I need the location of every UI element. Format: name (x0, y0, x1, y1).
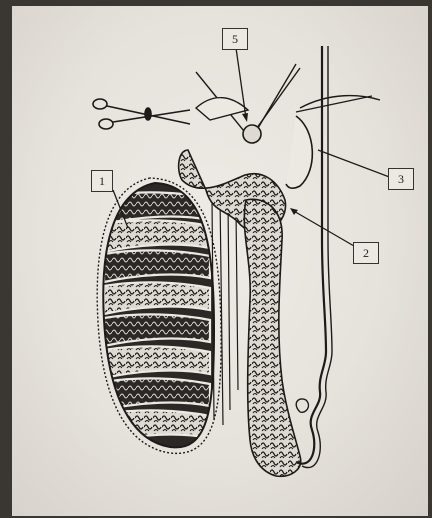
label-5: 5 (222, 28, 248, 50)
label-1: 1 (91, 170, 113, 192)
flap-left (196, 98, 248, 120)
rete-testis (212, 196, 238, 425)
scissors-icon (93, 99, 190, 129)
epididymis-body (244, 199, 300, 476)
serous-flap (286, 116, 312, 188)
leader-3 (318, 150, 392, 178)
arrowhead-2 (290, 208, 298, 215)
ligated-bead (243, 125, 261, 143)
label-2: 2 (353, 242, 379, 264)
arrowhead-5 (242, 113, 248, 122)
label-3: 3 (388, 168, 414, 190)
